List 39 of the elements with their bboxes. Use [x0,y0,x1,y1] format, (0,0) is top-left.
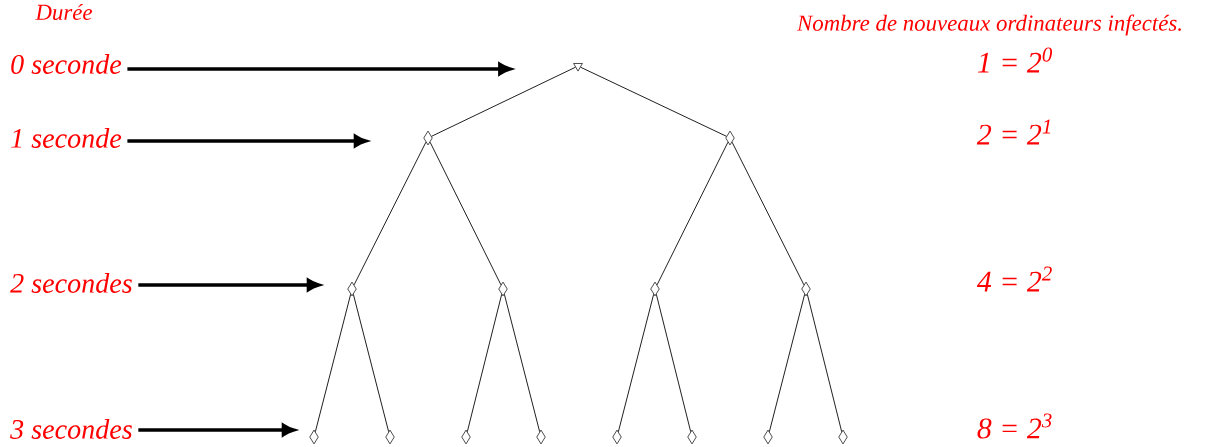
time-label: 0 seconde [11,54,122,74]
tree-node-triangle [573,63,583,72]
tree-node-diamond [536,429,546,445]
column-heading: Durée [35,3,93,21]
power-equation: 1 = 2$^{0}$ [977,47,1053,73]
tree-node-diamond [347,281,357,297]
tree-branch [353,141,427,286]
tree-branch [466,293,503,433]
tree-node-diamond [687,429,697,445]
tree-branch [656,141,729,286]
tree-branch [429,141,502,286]
tree-node-diamond [498,281,508,297]
power-equation: 4 = 2$^{2}$ [976,266,1052,292]
time-label: 3 secondes [10,419,132,439]
tree-branch [655,293,692,433]
tree-node-diamond [763,429,773,445]
tree-node-diamond [650,281,660,297]
tree-branch [503,293,541,433]
tree-node-diamond [801,281,811,297]
tree-branch [617,293,655,433]
tree-branch [731,141,805,286]
tree-node-diamond [838,429,848,445]
tree-branch [314,293,352,433]
power-equation: 8 = 2$^{3}$ [977,413,1052,439]
tree-node-diamond [612,429,622,445]
column-heading: Nombre de nouveaux ordinateurs infectés. [796,14,1181,36]
tree-node-diamond [309,429,319,445]
tree-branch [768,293,806,433]
tree-node-diamond [385,429,395,445]
tree-branch [580,66,727,137]
tree-branch [806,293,843,433]
tree-node-diamond [461,429,471,445]
tree-branch [352,293,390,433]
tree-node-diamond [423,130,433,146]
tree-branch [431,66,576,137]
power-equation: 2 = 2$^{1}$ [976,119,1051,145]
time-label: 2 secondes [10,273,132,293]
tree-node-diamond [725,130,735,146]
time-label: 1 seconde [11,128,122,148]
